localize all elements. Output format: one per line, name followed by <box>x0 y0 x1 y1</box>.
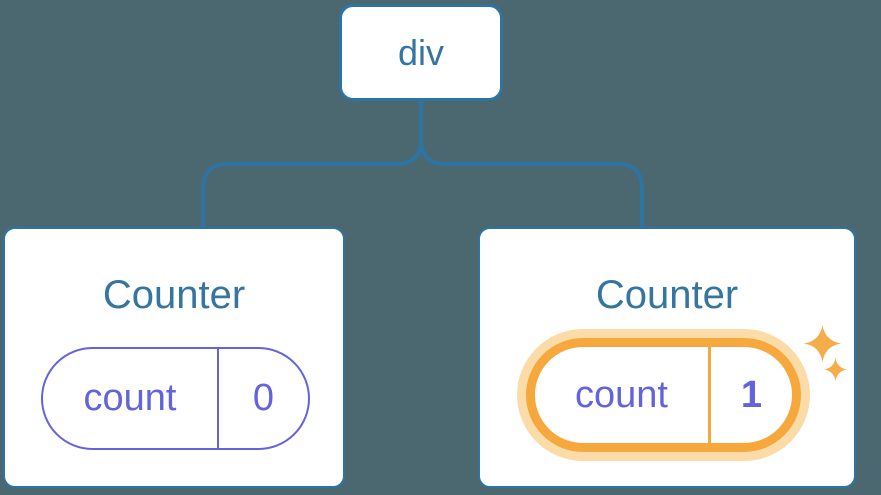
state-key-label: count <box>83 377 177 419</box>
counter-card-1: Counter count 0 <box>3 227 345 488</box>
state-key-cell: count <box>43 349 219 448</box>
state-value-cell: 1 <box>711 347 792 443</box>
sparkle-large-icon <box>804 325 841 362</box>
state-pill-highlighted: count 1 <box>526 338 801 452</box>
state-value: 1 <box>740 373 763 416</box>
component-title: Counter <box>102 273 246 317</box>
state-key-label: count <box>575 373 668 416</box>
sparkle-small-icon <box>824 358 847 381</box>
state-key-cell: count <box>535 347 711 443</box>
counter-card-2: Counter count 1 <box>478 227 856 488</box>
state-value: 0 <box>252 377 275 419</box>
root-node: div <box>339 4 503 101</box>
root-node-label: div <box>397 31 445 73</box>
state-value-cell: 0 <box>219 349 308 448</box>
component-title: Counter <box>595 273 739 317</box>
state-pill: count 0 <box>41 347 310 450</box>
